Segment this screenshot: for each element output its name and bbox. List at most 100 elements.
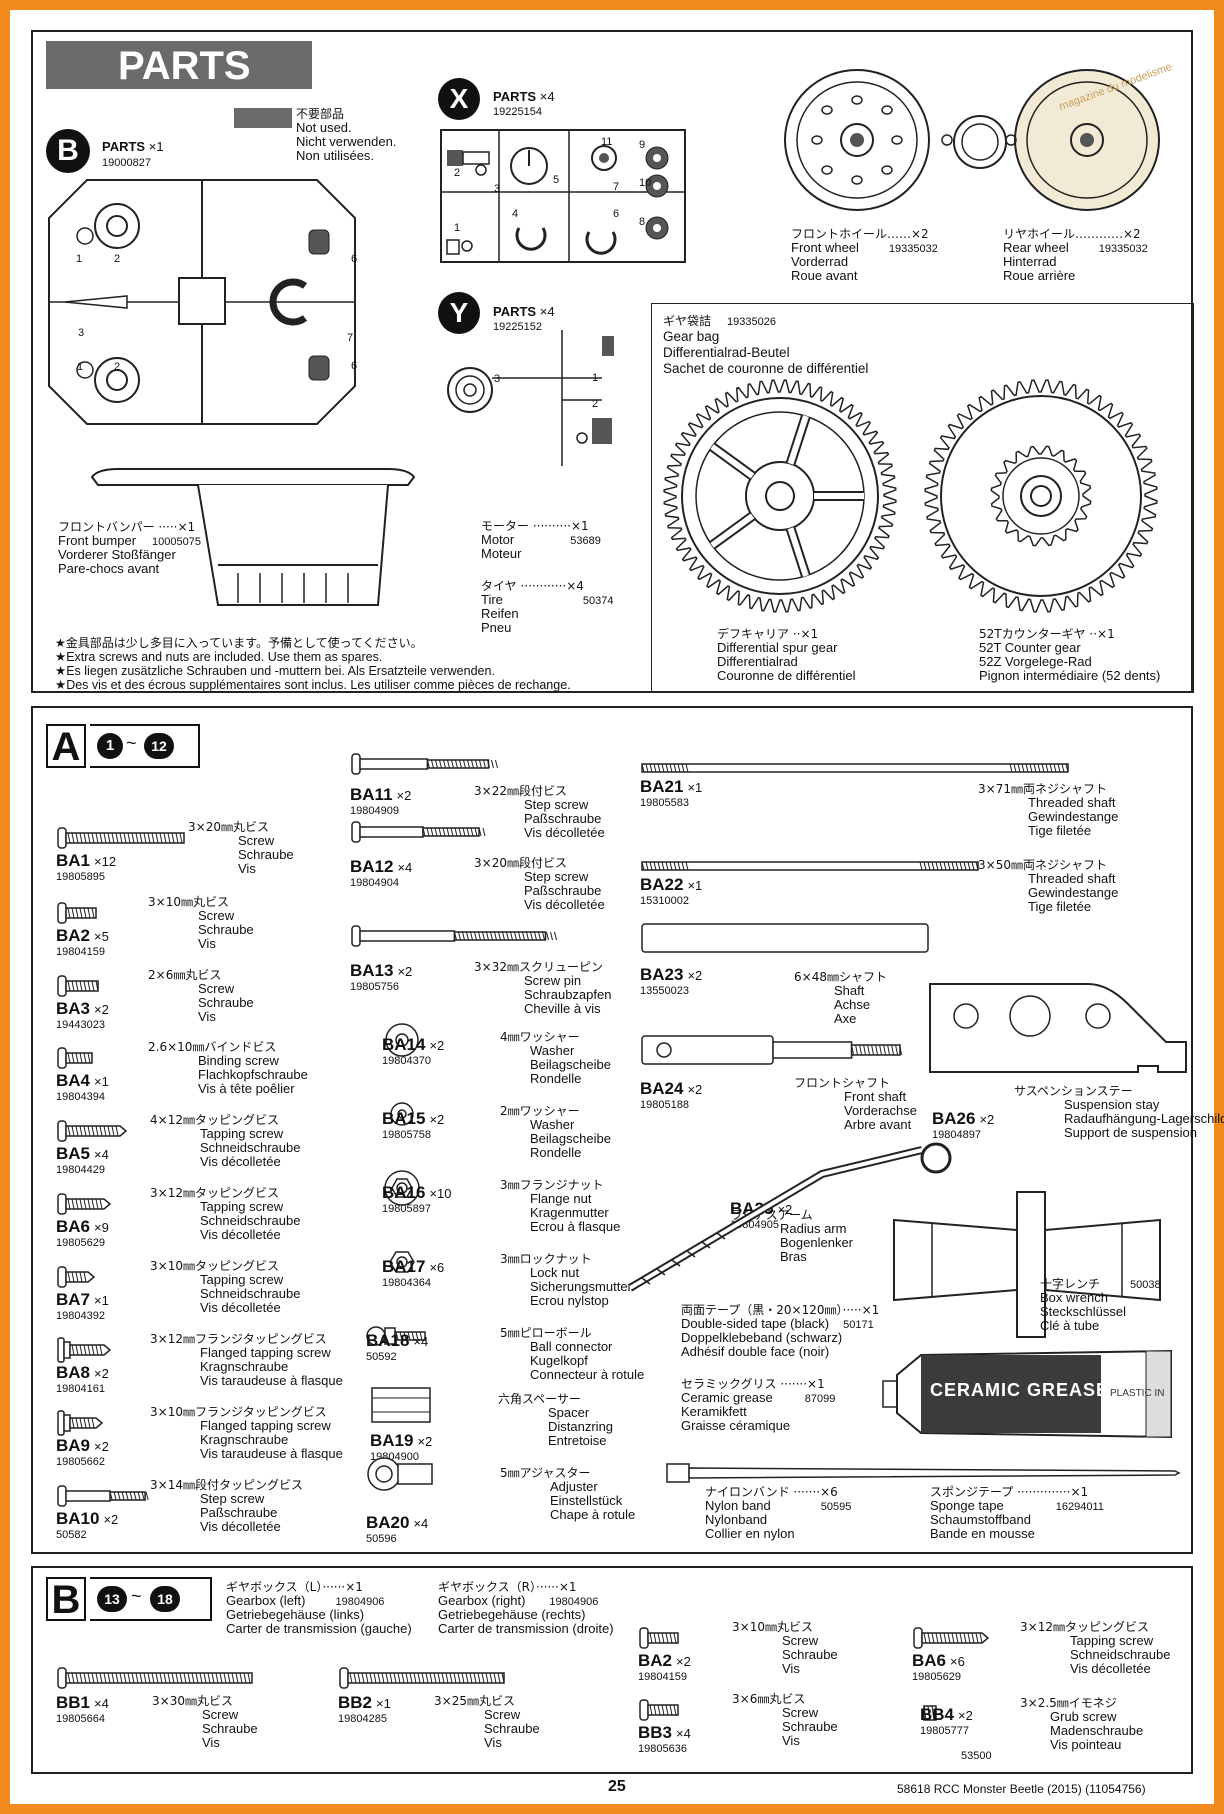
part-drawing [57, 1047, 93, 1069]
part-number: 19805895 [56, 871, 105, 883]
part-drawing [384, 1170, 420, 1206]
part-drawing [913, 1627, 990, 1649]
tree-y-drawing [447, 330, 614, 466]
part-code: BA4×1 [56, 1071, 109, 1090]
bag-b-letter: B [46, 1577, 86, 1621]
tree-y-part-2: 2 [592, 398, 599, 410]
part-code: BA6×6 [912, 1651, 965, 1670]
tree-x-part-8: 8 [639, 216, 646, 228]
nylon-band-drawing [666, 1463, 1181, 1483]
part-code: BA8×2 [56, 1363, 109, 1382]
part-drawing [57, 1485, 149, 1507]
part-number: 19805188 [640, 1099, 689, 1111]
tree-x-label: PARTS ×4 [493, 89, 555, 104]
box-wrench-drawing [893, 1191, 1161, 1338]
part-code: BA21×1 [640, 777, 703, 796]
tree-y-part-1: 1 [592, 372, 599, 384]
part-number: 19805636 [638, 1743, 687, 1755]
part-code: BA23×2 [640, 965, 703, 984]
gearbox-right-label: ギヤボックス（R）······×1 Gearbox (right)1980490… [438, 1580, 614, 1636]
spares-note: ★金具部品は少し多目に入っています。予備として使ってください。 ★Extra s… [55, 636, 571, 692]
part-drawing [57, 1410, 104, 1436]
part-number: 19805897 [382, 1203, 431, 1215]
part-code: BA2×2 [638, 1651, 691, 1670]
tree-b-label: PARTS ×1 [102, 139, 164, 154]
part-code: BA17×6 [382, 1257, 445, 1276]
part-code: BA7×1 [56, 1290, 109, 1309]
tree-x-part-9: 9 [639, 139, 646, 151]
gear-bag-box [651, 303, 1194, 693]
tree-y-number: 19225152 [493, 321, 542, 333]
part-code: BB1×4 [56, 1693, 109, 1712]
part-number: 15310002 [640, 895, 689, 907]
part-drawing [339, 1667, 505, 1689]
part-number: 19805664 [56, 1713, 105, 1725]
part-code: BB3×4 [638, 1723, 691, 1742]
part-code: BA1×12 [56, 851, 117, 870]
tree-y-label: PARTS ×4 [493, 304, 555, 319]
part-code: BB2×1 [338, 1693, 391, 1712]
part-drawing [641, 763, 1069, 773]
part-drawing [641, 861, 979, 871]
parts-title: PARTS [118, 44, 251, 88]
bag-a-tilde: ~ [126, 733, 137, 753]
tree-x-part-2: 2 [454, 167, 461, 179]
tree-b-part-6: 6 [351, 253, 358, 265]
counter-gear-drawing [924, 379, 1158, 613]
tree-b-number: 19000827 [102, 157, 151, 169]
part-number: 19805777 [920, 1725, 969, 1737]
front-wheel-drawing [784, 69, 953, 211]
part-number: 19804161 [56, 1383, 105, 1395]
part-number: 19804392 [56, 1310, 105, 1322]
tree-x-part-4: 4 [512, 208, 519, 220]
part-code: BA24×2 [640, 1079, 703, 1098]
part-number: 19804364 [382, 1277, 431, 1289]
part-drawing [351, 753, 498, 775]
part-drawing [641, 923, 929, 953]
part-code: BA9×2 [56, 1436, 109, 1455]
grease-tube-text: CERAMIC GREASE [930, 1380, 1110, 1400]
part-drawing [932, 1082, 933, 1112]
front-bumper-drawing [90, 468, 416, 606]
tape-label: 両面テープ（黒・20×120㎜）·····×1 Double-sided tap… [681, 1303, 880, 1359]
diff-gear-label: デフキャリア ··×1 Differential spur gear Diffe… [717, 627, 856, 683]
part-number: 19804904 [350, 877, 399, 889]
part-drawing [641, 1035, 903, 1065]
part-drawing [57, 1266, 96, 1288]
part-number: 19804159 [56, 946, 105, 958]
part-code: BA12×4 [350, 857, 413, 876]
bag-b-step-start: 13 [97, 1586, 127, 1612]
part-code: BA13×2 [350, 961, 413, 980]
tree-x-badge: X [438, 78, 480, 120]
part-number: 19804897 [932, 1129, 981, 1141]
part-code: BA22×1 [640, 875, 703, 894]
bag-a-section [31, 706, 1193, 1554]
part-drawing [57, 1120, 128, 1142]
part-code: BA18×4 [366, 1331, 429, 1350]
part-code: BA6×9 [56, 1217, 109, 1236]
tree-b-part-6b: 6 [351, 360, 358, 372]
part-number: 19805629 [912, 1671, 961, 1683]
part-code: BA11×2 [350, 785, 412, 804]
part-code: BA3×2 [56, 999, 109, 1018]
grease-tube-drawing [882, 1349, 1172, 1439]
bag-a-step-start: 1 [97, 733, 123, 759]
